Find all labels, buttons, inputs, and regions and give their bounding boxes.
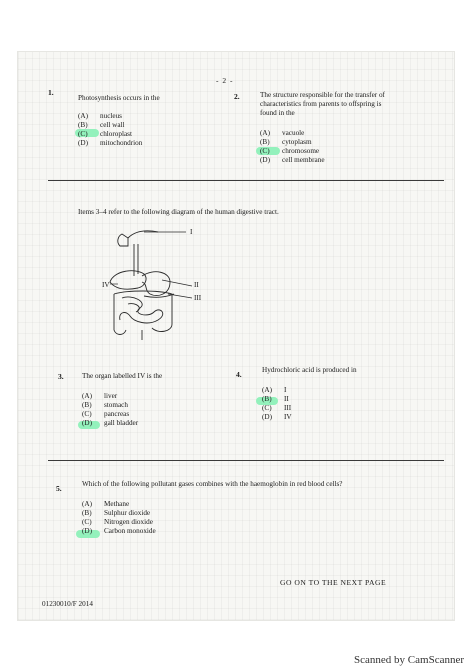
q4-option-a[interactable]: (A)I [262,386,287,394]
q5-option-b[interactable]: (B)Sulphur dioxide [82,509,151,517]
q5-number: 5. [56,484,62,493]
q5-stem: Which of the following pollutant gases c… [82,480,343,488]
diagram-label-iv: IV [102,281,110,289]
q1-option-c[interactable]: (C)chloroplast [78,130,132,138]
q4-stem: Hydrochloric acid is produced in [262,366,357,374]
digestive-tract-diagram [109,230,193,340]
q3-option-a[interactable]: (A)liver [82,392,118,400]
diagram-label-i: I [190,228,193,236]
q3-answer-highlight [78,421,100,429]
q2-stem-line-1: The structure responsible for the transf… [260,91,385,99]
q1-option-a[interactable]: (A)nucleus [78,112,122,120]
q5-option-a[interactable]: (A)Methane [82,500,130,508]
q5-answer-highlight [76,530,100,538]
q1-option-d[interactable]: (D)mitochondrion [78,139,143,147]
q2-option-a[interactable]: (A)vacuole [260,129,305,137]
exam-page: - 2 - 1. Photosynthesis occurs in the (A… [18,52,454,620]
q2-option-d[interactable]: (D)cell membrane [260,156,325,164]
go-on-next-page: GO ON TO THE NEXT PAGE [280,578,387,587]
q4-option-c[interactable]: (C)III [262,404,292,412]
q4-option-b[interactable]: (B)II [262,395,289,403]
q5-option-d[interactable]: (D)Carbon monoxide [82,527,156,535]
q5-option-c[interactable]: (C)Nitrogen dioxide [82,518,153,526]
page-number: - 2 - [216,76,234,85]
q2-option-b[interactable]: (B)cytoplasm [260,138,312,146]
q1-number: 1. [48,88,54,97]
q3-stem: The organ labelled IV is the [82,372,163,380]
section-divider-1 [48,180,444,181]
q3-number: 3. [58,372,64,381]
q2-number: 2. [234,92,240,101]
q1-stem: Photosynthesis occurs in the [78,94,160,102]
q2-stem-line-2: characteristics from parents to offsprin… [260,100,382,108]
items-intro: Items 3–4 refer to the following diagram… [78,208,279,216]
q2-answer-highlight [256,147,280,155]
q4-number: 4. [236,370,242,379]
q2-option-c[interactable]: (C)chromosome [260,147,320,155]
q3-option-c[interactable]: (C)pancreas [82,410,130,418]
diagram-label-ii: II [194,281,199,289]
q1-option-b[interactable]: (B)cell wall [78,121,125,129]
q2-stem-line-3: found in the [260,109,295,117]
diagram-label-iii: III [194,294,202,302]
camscanner-watermark: Scanned by CamScanner [354,654,464,666]
section-divider-2 [48,460,444,461]
q3-option-d[interactable]: (D)gall bladder [82,419,139,427]
paper-code: 01230010/F 2014 [42,600,93,608]
q4-answer-highlight [256,397,278,405]
q1-answer-highlight [75,129,99,137]
q4-option-d[interactable]: (D)IV [262,413,292,421]
q3-option-b[interactable]: (B)stomach [82,401,128,409]
